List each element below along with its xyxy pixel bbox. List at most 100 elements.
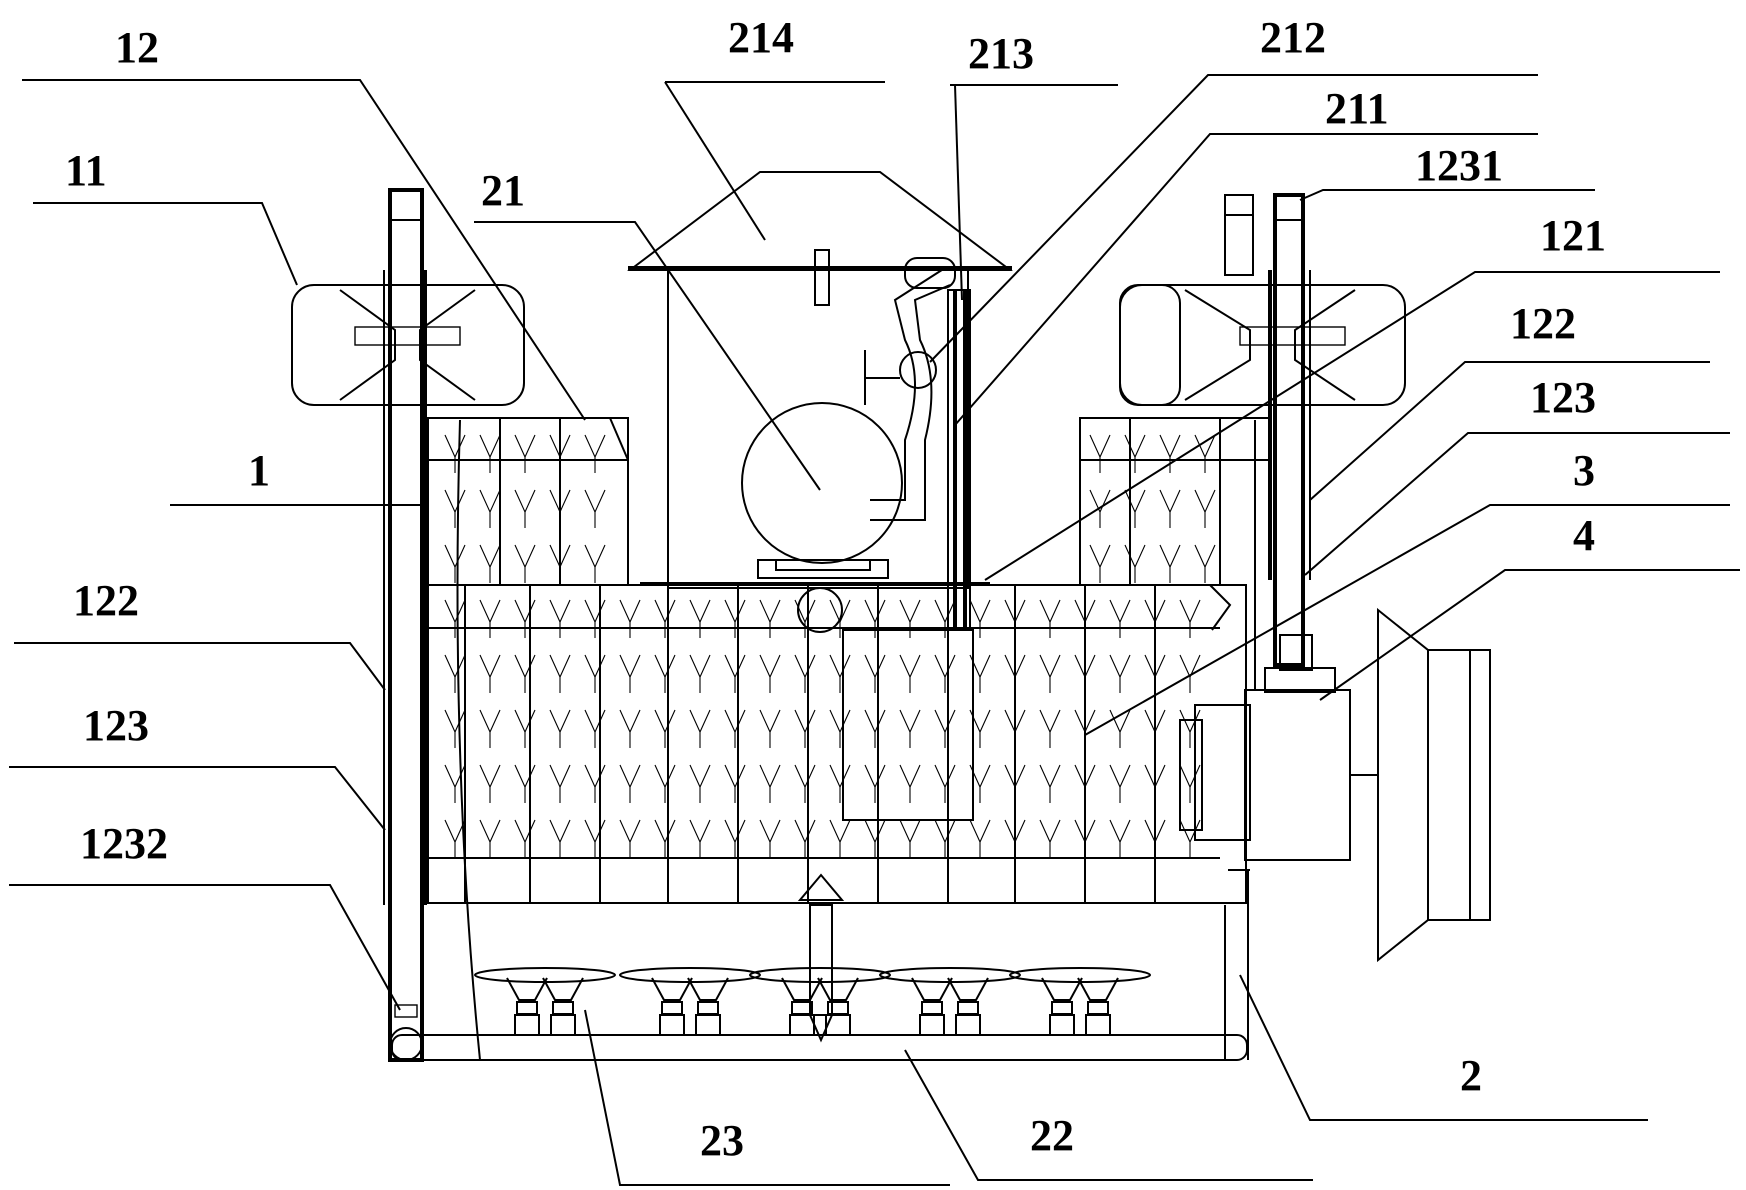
leader-3 xyxy=(1084,504,1730,736)
hatch-mark xyxy=(759,819,781,844)
right-tube-cap xyxy=(1274,194,1304,221)
leader-11 xyxy=(33,202,298,286)
motor-3-body xyxy=(1244,689,1351,861)
label-12: 12 xyxy=(115,23,159,72)
hatch-mark xyxy=(1039,599,1061,624)
hatch-mark xyxy=(759,709,781,734)
hatch-mark xyxy=(724,709,746,734)
label-1: 1 xyxy=(248,446,270,495)
hatch-mark xyxy=(619,599,641,624)
hatch-mark xyxy=(794,819,816,844)
nozzle-cone xyxy=(947,977,989,1001)
hatch-mark xyxy=(759,764,781,789)
hatch-mark xyxy=(549,654,571,679)
right-side-cap xyxy=(1224,194,1254,216)
hatch-mark xyxy=(1109,819,1131,844)
hatch-mark xyxy=(759,654,781,679)
label-123-left: 123 xyxy=(83,701,149,750)
center-drill-top xyxy=(797,873,845,901)
nozzle-base xyxy=(789,1014,815,1036)
hatch-mark xyxy=(934,654,956,679)
hatch-mark xyxy=(584,434,606,459)
nozzle-neck xyxy=(921,1001,943,1015)
upper-left-block xyxy=(427,417,629,586)
label-1232: 1232 xyxy=(80,819,168,868)
hatch-mark xyxy=(1109,599,1131,624)
leader-23 xyxy=(584,1009,950,1186)
hatch-mark xyxy=(514,544,536,569)
nozzle-base xyxy=(955,1014,981,1036)
leader-123-left xyxy=(9,766,386,831)
hatch-mark xyxy=(689,764,711,789)
nozzle-cone xyxy=(781,977,823,1001)
hatch-mark xyxy=(1194,489,1216,514)
label-212: 212 xyxy=(1260,13,1326,62)
hatch-mark xyxy=(514,819,536,844)
sphere-base-plate xyxy=(775,559,871,571)
hatch-mark xyxy=(724,654,746,679)
hatch-mark xyxy=(1194,544,1216,569)
label-122-right: 122 xyxy=(1510,299,1576,348)
hatch-mark xyxy=(724,764,746,789)
hatch-mark xyxy=(514,654,536,679)
hatch-mark xyxy=(864,819,886,844)
leader-211 xyxy=(954,133,1538,426)
left-bottom-block xyxy=(394,1004,418,1018)
hatch-mark xyxy=(689,709,711,734)
upper-right-block xyxy=(1079,417,1221,586)
valve-212 xyxy=(899,351,937,389)
nozzle-neck xyxy=(1087,1001,1109,1015)
left-tube-cap xyxy=(389,189,423,221)
sphere-tank xyxy=(741,402,903,564)
left-curved-guide xyxy=(456,419,481,1061)
hatch-mark xyxy=(1109,764,1131,789)
hatch-mark xyxy=(654,654,676,679)
nozzle-cone xyxy=(817,977,859,1001)
right-motor xyxy=(1119,284,1181,406)
hatch-mark xyxy=(864,599,886,624)
nozzle-base xyxy=(1049,1014,1075,1036)
housing-21 xyxy=(667,269,969,589)
hatch-mark xyxy=(829,764,851,789)
hatch-mark xyxy=(549,709,571,734)
hatch-mark xyxy=(1109,654,1131,679)
hatch-mark xyxy=(654,599,676,624)
hatch-mark xyxy=(899,764,921,789)
label-22: 22 xyxy=(1030,1111,1074,1160)
pipe-elbow xyxy=(904,257,956,289)
nozzle-cone xyxy=(651,977,693,1001)
hatch-mark xyxy=(514,434,536,459)
hatch-mark xyxy=(479,489,501,514)
hatch-mark xyxy=(584,489,606,514)
hatch-mark xyxy=(584,709,606,734)
leader-122-left xyxy=(14,642,386,691)
nozzle-cone xyxy=(506,977,548,1001)
leader-2 xyxy=(1239,974,1648,1121)
hatch-mark xyxy=(514,764,536,789)
pipe-212 xyxy=(870,267,946,501)
nozzle-neck xyxy=(957,1001,979,1015)
hatch-mark xyxy=(619,764,641,789)
hatch-mark xyxy=(724,599,746,624)
fan-4-housing xyxy=(1427,649,1491,921)
nozzle-array-23 xyxy=(474,967,1151,1036)
hatch-mark xyxy=(829,654,851,679)
hatch-mark xyxy=(1039,654,1061,679)
leader-4 xyxy=(1319,569,1740,701)
hatch-mark xyxy=(899,709,921,734)
label-211: 211 xyxy=(1325,84,1389,133)
hatch-mark xyxy=(514,709,536,734)
hatch-mark xyxy=(1109,709,1131,734)
hatch-mark xyxy=(864,654,886,679)
label-213: 213 xyxy=(968,29,1034,78)
leader-121 xyxy=(984,271,1720,581)
hatch-mark xyxy=(1159,544,1181,569)
nozzle-neck xyxy=(697,1001,719,1015)
hatch-mark xyxy=(444,599,466,624)
nozzle-cone xyxy=(542,977,584,1001)
nozzle-base xyxy=(825,1014,851,1036)
nozzle-cone xyxy=(1041,977,1083,1001)
hatch-mark xyxy=(1179,654,1201,679)
label-1231: 1231 xyxy=(1415,141,1503,190)
